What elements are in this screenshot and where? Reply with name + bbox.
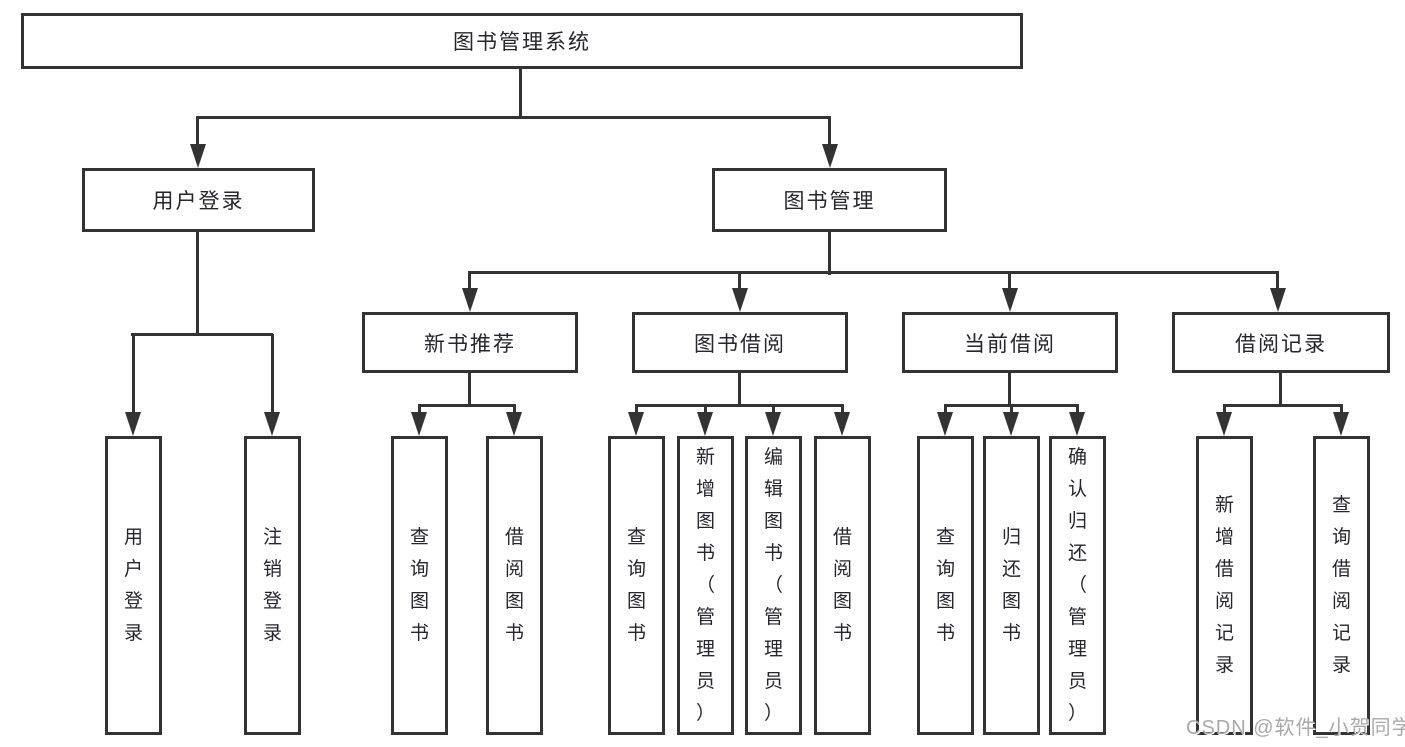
leaf-box-borrow-books-1: 借阅图书 xyxy=(486,436,543,735)
branch-box-label: 图书管理 xyxy=(783,190,876,213)
csdn-watermark: CSDN @软件_小贺同学 xyxy=(1186,717,1405,739)
connector-line xyxy=(635,406,638,415)
leaf-label: 归还图书 xyxy=(1001,526,1021,644)
connector-line xyxy=(468,271,1279,274)
leaf-label: 查询图书 xyxy=(626,526,646,644)
branch-box-user-login: 用户登录 xyxy=(82,168,315,232)
leaf-box-add-borrow-record: 新增借阅记录 xyxy=(1196,436,1253,735)
arrowhead xyxy=(125,412,141,436)
connector-line xyxy=(635,404,844,407)
connector-line xyxy=(519,66,522,119)
connector-line xyxy=(468,273,471,290)
connector-line xyxy=(738,273,741,290)
module-box-book-borrow: 图书借阅 xyxy=(632,312,848,373)
leaf-box-confirm-return-admin: 确认归还（管理员） xyxy=(1049,436,1106,735)
connector-line xyxy=(841,406,844,415)
leaf-box-return-books: 归还图书 xyxy=(983,436,1040,735)
root-box-label: 图书管理系统 xyxy=(453,31,591,54)
leaf-label: 借阅图书 xyxy=(832,526,852,644)
connector-line xyxy=(738,370,741,407)
leaf-label: 编辑图书（管理员） xyxy=(763,446,783,724)
leaf-label: 用户登录 xyxy=(123,526,143,644)
connector-line xyxy=(196,116,831,119)
connector-line xyxy=(1010,406,1013,415)
branch-box-book-management: 图书管理 xyxy=(712,168,947,232)
module-box-new-book-recommend: 新书推荐 xyxy=(362,312,578,373)
leaf-box-borrow-books-2: 借阅图书 xyxy=(814,436,871,735)
leaf-box-user-login: 用户登录 xyxy=(105,436,162,735)
arrowhead xyxy=(1333,412,1349,436)
arrowhead xyxy=(411,412,427,436)
leaf-box-query-borrow-record: 查询借阅记录 xyxy=(1313,436,1370,735)
leaf-box-add-books-admin: 新增图书（管理员） xyxy=(677,436,734,735)
arrowhead xyxy=(1069,412,1085,436)
connector-line xyxy=(828,118,831,146)
connector-line xyxy=(131,333,273,336)
connector-line xyxy=(1340,406,1343,415)
connector-line xyxy=(1223,404,1343,407)
connector-line xyxy=(196,118,199,146)
arrowhead xyxy=(506,412,522,436)
arrowhead xyxy=(822,144,838,168)
root-box-library-management-system: 图书管理系统 xyxy=(21,13,1023,69)
connector-line xyxy=(704,406,707,415)
module-box-label: 借阅记录 xyxy=(1235,332,1327,356)
connector-line xyxy=(1008,370,1011,407)
arrowhead xyxy=(1003,412,1019,436)
connector-line xyxy=(418,406,421,415)
connector-line xyxy=(1076,406,1079,415)
arrowhead xyxy=(765,412,781,436)
connector-line xyxy=(828,229,831,275)
arrowhead xyxy=(1270,288,1286,312)
arrowhead xyxy=(834,412,850,436)
arrowhead xyxy=(264,412,280,436)
module-box-borrow-records: 借阅记录 xyxy=(1172,312,1390,373)
module-box-label: 新书推荐 xyxy=(424,332,516,356)
connector-line xyxy=(1008,273,1011,290)
arrowhead xyxy=(628,412,644,436)
leaf-box-query-books-1: 查询图书 xyxy=(391,436,448,735)
arrowhead xyxy=(1216,412,1232,436)
module-box-label: 当前借阅 xyxy=(964,332,1056,356)
leaf-box-edit-books-admin: 编辑图书（管理员） xyxy=(745,436,802,735)
connector-line xyxy=(513,406,516,415)
connector-line xyxy=(1279,370,1282,407)
arrowhead xyxy=(190,144,206,168)
connector-line xyxy=(772,406,775,415)
arrowhead xyxy=(1002,288,1018,312)
connector-line xyxy=(271,334,274,414)
module-box-label: 图书借阅 xyxy=(694,332,786,356)
connector-line xyxy=(1276,273,1279,290)
leaf-label: 注销登录 xyxy=(262,526,282,644)
connector-line xyxy=(468,370,471,407)
connector-line xyxy=(132,334,135,414)
arrowhead xyxy=(732,288,748,312)
arrowhead xyxy=(697,412,713,436)
leaf-label: 查询图书 xyxy=(409,526,429,644)
module-box-current-borrow: 当前借阅 xyxy=(902,312,1118,373)
leaf-label: 查询图书 xyxy=(935,526,955,644)
leaf-box-query-books-3: 查询图书 xyxy=(917,436,974,735)
branch-box-label: 用户登录 xyxy=(152,190,245,213)
leaf-label: 新增借阅记录 xyxy=(1214,494,1234,676)
connector-line xyxy=(418,404,516,407)
connector-line xyxy=(196,229,199,336)
leaf-box-logout: 注销登录 xyxy=(244,436,301,735)
connector-line xyxy=(944,404,1079,407)
leaf-label: 查询借阅记录 xyxy=(1331,494,1351,676)
arrowhead xyxy=(462,288,478,312)
arrowhead xyxy=(937,412,953,436)
leaf-label: 借阅图书 xyxy=(504,526,524,644)
leaf-box-query-books-2: 查询图书 xyxy=(608,436,665,735)
connector-line xyxy=(1223,406,1226,415)
leaf-label: 确认归还（管理员） xyxy=(1067,446,1087,724)
leaf-label: 新增图书（管理员） xyxy=(695,446,715,724)
connector-line xyxy=(944,406,947,415)
